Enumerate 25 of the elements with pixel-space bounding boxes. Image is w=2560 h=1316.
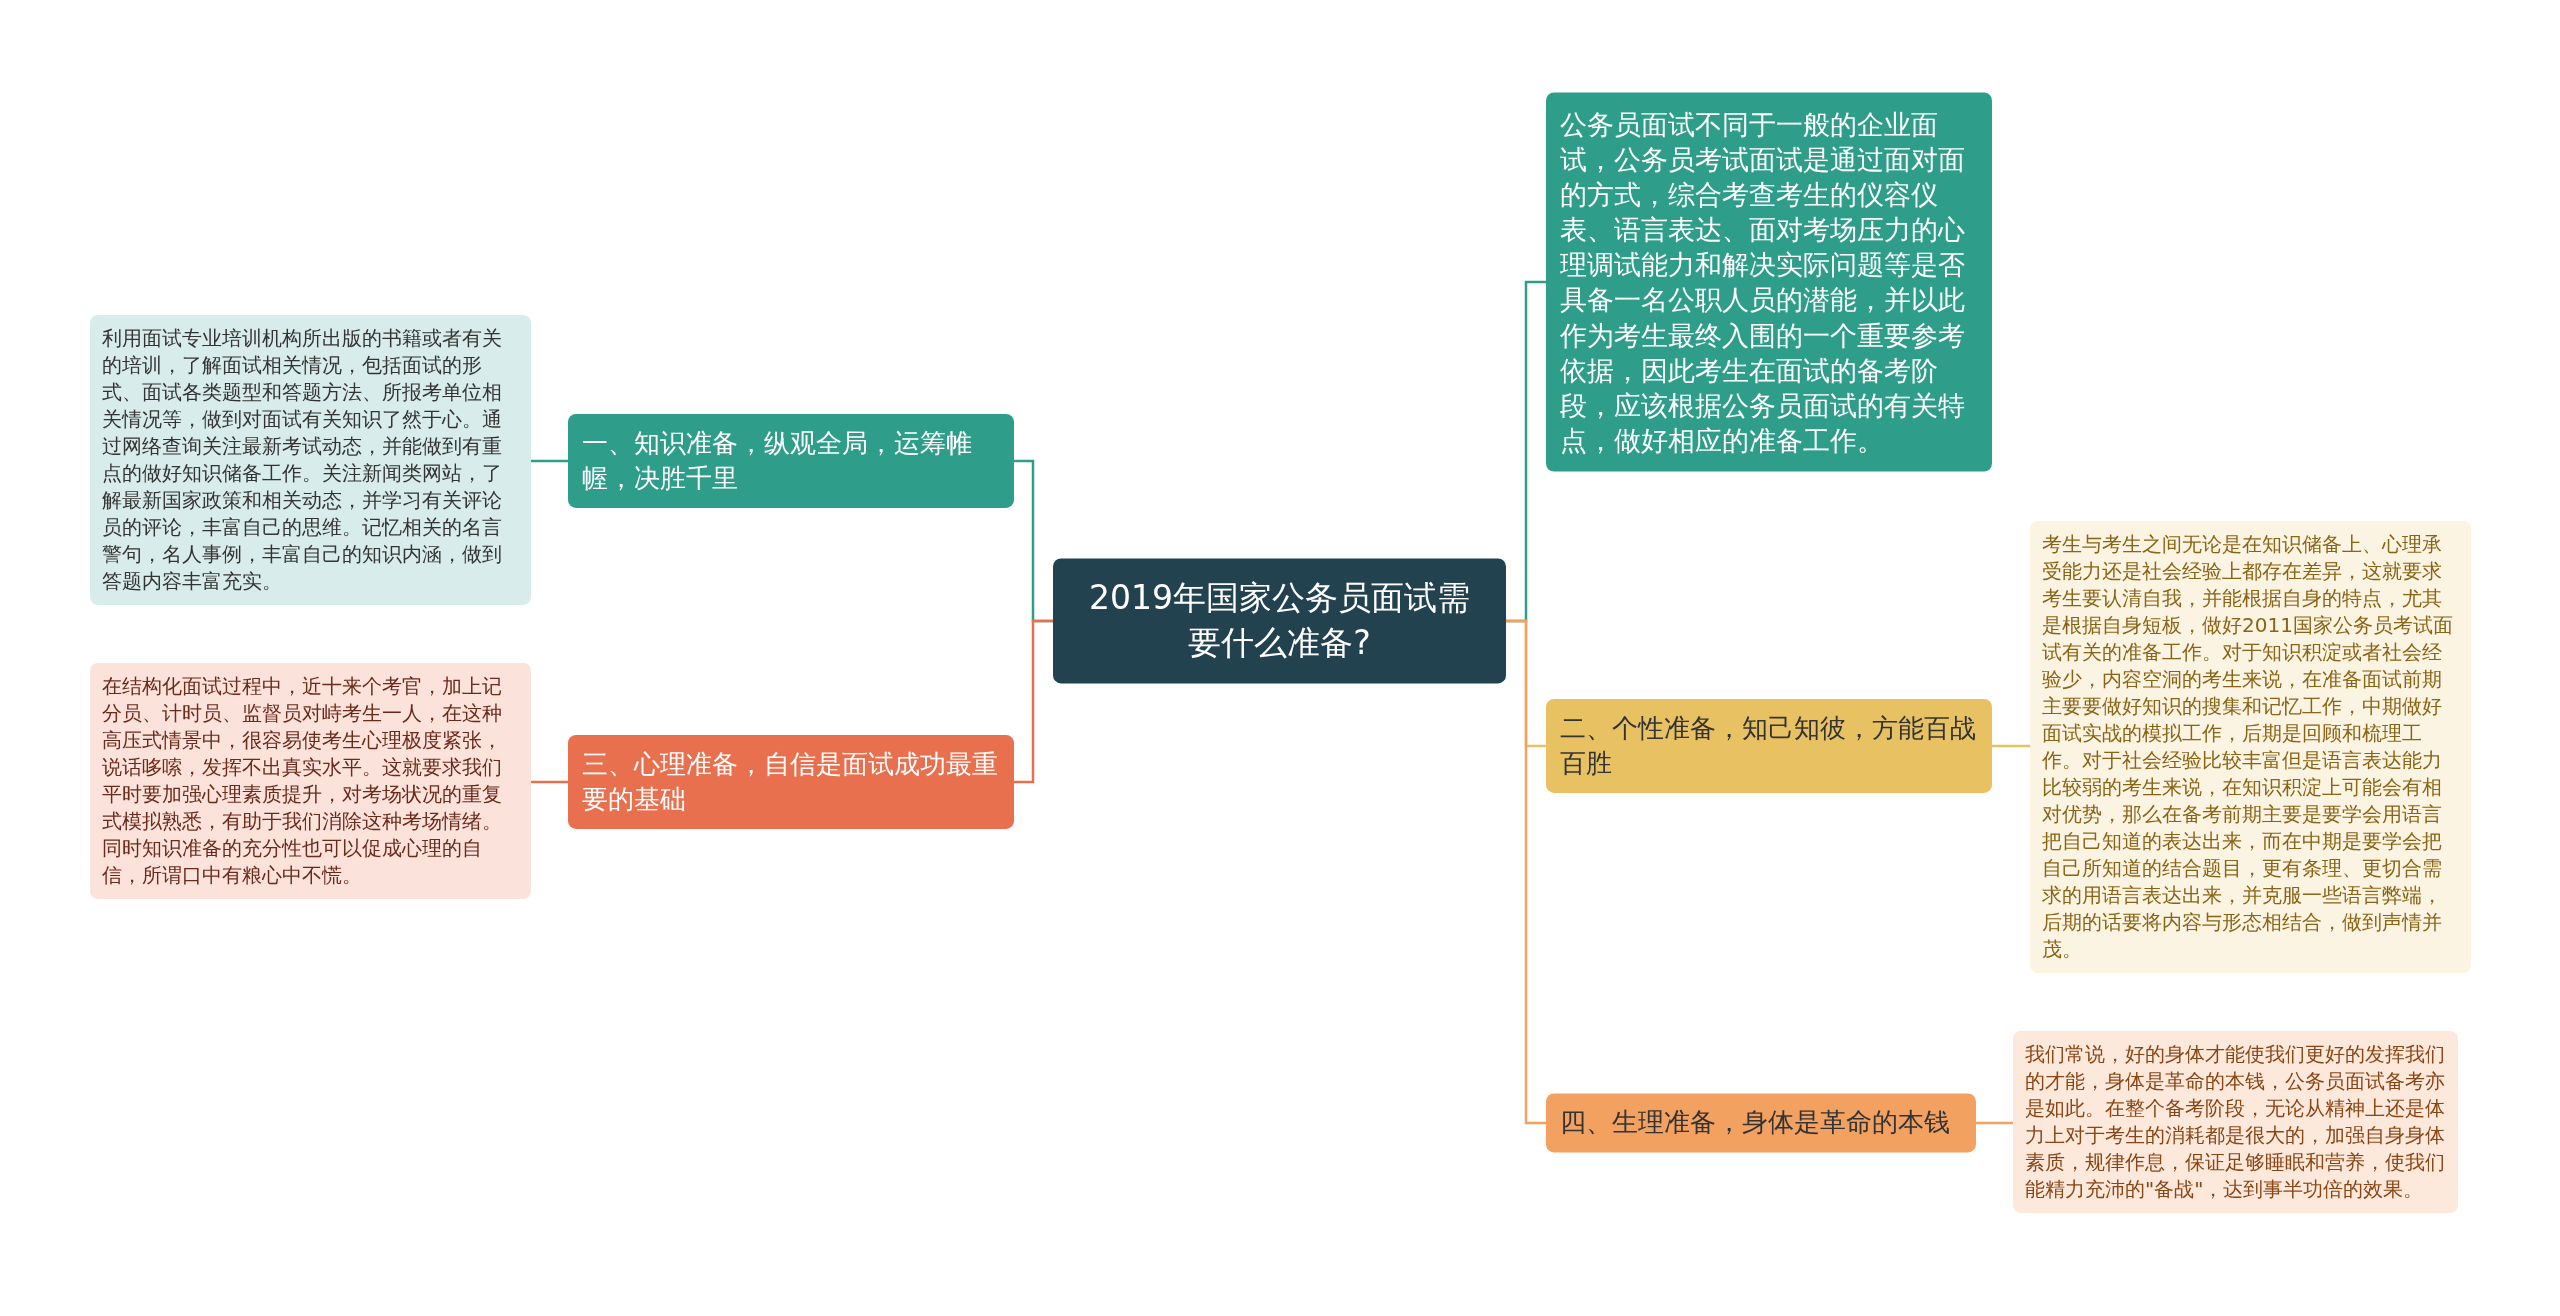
note-box (90, 663, 531, 899)
node-text: 2019年国家公务员面试需要什么准备? (1088, 577, 1471, 664)
node-text: 在结构化面试过程中，近十来个考官，加上记分员、计时员、监督员对峙考生一人，在这种高压式情景中，很容易使考生心理极度紧张，说话哆嗦，发挥不出真实水平。这就要求我们平时要加强心理素质提升，对考场状况的重复式模拟熟悉，有助于我们消除这种考场情绪。同时知识准备的充分性也可以促成心理的自信，所谓口中有粮心中不慌。 (102, 673, 503, 889)
connector-line (531, 459, 568, 463)
note-box (90, 315, 531, 605)
node-text: 利用面试专业培训机构所出版的书籍或者有关的培训，了解面试相关情况，包括面试的形式、面试各类题型和答题方法、所报考单位相关情况等，做到对面试有关知识了然于心。通过网络查询关注最新考试动态，并能做到有重点的做好知识储备工作。关注新闻类网站，了解最新国家政策和相关动态，并学习有关评论员的评论，丰富自己的思维。记忆相关的名言警句，名人事例，丰富自己的知识内涵，做到答题内容丰富充实。 (102, 325, 503, 595)
note-box (2013, 1031, 2458, 1213)
branch-box (1546, 1093, 1976, 1153)
branch-box (1546, 698, 1992, 794)
node-text: 二、个性准备，知己知彼，方能百战百胜 (1560, 711, 1977, 780)
central-topic-box (1053, 558, 1506, 684)
node-text: 三、心理准备，自信是面试成功最重要的基础 (582, 747, 999, 816)
node-text: 一、知识准备，纵观全局，运筹帷幄，决胜千里 (582, 426, 973, 495)
node-text: 考生与考生之间无论是在知识储备上、心理承受能力还是社会经验上都存在差异，这就要求考生要认清自我，并能根据自身的特点，尤其是根据自身短板，做好2011国家公务员考试面试有关的准备工作。对于知识积淀或者社会经验少，内容空洞的考生来说，在准备面试前期主要要做好知识的搜集和记忆工作，中期做好面试实战的模拟工作，后期是回顾和梳理工作。对于社会经验比较丰富但是语言表达能力比较弱的考生来说，在知识积淀上可能会有相对优势，那么在备考前期主要是要学会用语言把自己知道的表达出来，而在中期是要学会把自己所知道的结合题目，更有条理、更切合需求的用语言表达出来，并克服一些语言弊端，后期的话要将内容与形态相结合，做到声情并茂。 (2042, 531, 2454, 963)
connector-line (1976, 1121, 2013, 1125)
detail-box (1546, 92, 1992, 472)
connector-line (1992, 744, 2030, 748)
node-text: 我们常说，好的身体才能使我们更好的发挥我们的才能，身体是革命的本钱，公务员面试备考亦是如此。在整个备考阶段，无论从精神上还是体力上对于考生的消耗都是很大的，加强自身身体素质，规律作息，保证足够睡眠和营养，使我们能精力充沛的"备战"，达到事半功倍的效果。 (2025, 1041, 2446, 1203)
connector-line (1506, 619, 1546, 1125)
node-text: 公务员面试不同于一般的企业面试，公务员考试面试是通过面对面的方式，综合考查考生的仪容仪表、语言表达、面对考场压力的心理调试能力和解决实际问题等是否具备一名公职人员的潜能，并以此作为考生最终入围的一个重要参考依据，因此考生在面试的备考阶段，应该根据公务员面试的有关特点，做好相应的准备工作。 (1560, 107, 1966, 458)
node-text: 四、生理准备，身体是革命的本钱 (1560, 1106, 1951, 1140)
branch-box (568, 734, 1014, 830)
connector-line (1014, 619, 1053, 784)
connector-line (531, 780, 568, 784)
branch-box (568, 413, 1014, 509)
